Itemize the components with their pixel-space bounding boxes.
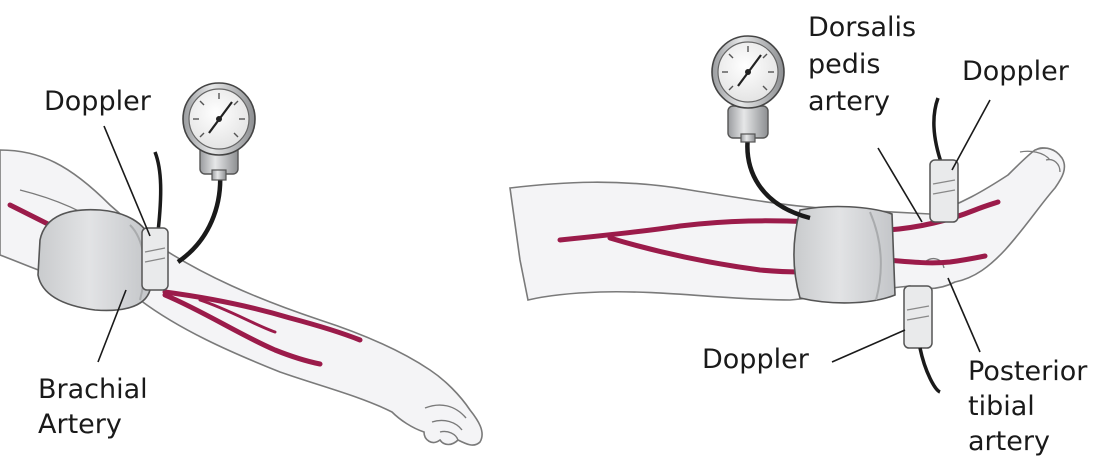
sphygmomanometer-gauge-icon xyxy=(712,36,784,142)
doppler-top-leader xyxy=(952,100,990,170)
brachial-artery-label: Brachial Artery xyxy=(38,374,148,440)
doppler-bottom-leader xyxy=(832,330,905,362)
dorsalis-pedis-label: Dorsalis pedis artery xyxy=(808,12,916,117)
arm-cuff xyxy=(38,210,152,311)
dorsalis-line-3: artery xyxy=(808,86,916,117)
leg-skin xyxy=(510,148,1064,300)
posterior-line-3: artery xyxy=(968,426,1087,457)
posterior-line-1: Posterior xyxy=(968,356,1087,387)
doppler-arm-label: Doppler xyxy=(44,86,151,117)
dorsalis-line-2: pedis xyxy=(808,49,916,80)
brachial-artery-line-1: Brachial xyxy=(38,374,148,405)
leg-figure xyxy=(510,36,1064,392)
leg-cuff xyxy=(794,207,895,303)
posterior-leader xyxy=(948,278,980,352)
doppler-probe-icon xyxy=(142,152,168,290)
brachial-artery-line-2: Artery xyxy=(38,409,148,440)
posterior-line-2: tibial xyxy=(968,391,1087,422)
doppler-probe-icon xyxy=(904,286,940,392)
doppler-leg-bottom-label: Doppler xyxy=(702,344,809,375)
doppler-probe-icon xyxy=(930,98,958,222)
sphygmomanometer-gauge-icon xyxy=(183,83,255,180)
doppler-leg-top-label: Doppler xyxy=(962,56,1069,87)
dorsalis-line-1: Dorsalis xyxy=(808,12,916,43)
posterior-tibial-label: Posterior tibial artery xyxy=(968,356,1087,457)
gauge-hose xyxy=(178,172,220,262)
